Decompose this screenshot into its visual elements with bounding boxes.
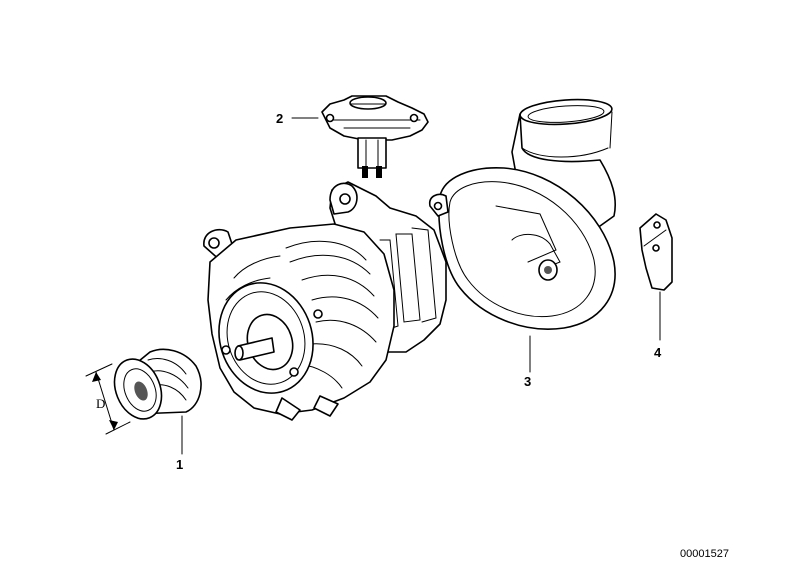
callout-part-3: 3 — [524, 374, 531, 389]
alternator-air-duct-cover — [428, 98, 616, 330]
alternator — [203, 181, 447, 421]
callout-part-1: 1 — [176, 457, 183, 472]
alternator-pulley — [113, 348, 202, 420]
voltage-regulator — [321, 95, 429, 178]
callout-part-2: 2 — [276, 111, 283, 126]
diagram-reference-number: 00001527 — [680, 548, 729, 560]
dimension-label: D — [96, 396, 105, 411]
mounting-bracket — [639, 213, 673, 291]
callout-part-4: 4 — [654, 345, 662, 360]
diameter-dimension-line — [85, 363, 131, 435]
